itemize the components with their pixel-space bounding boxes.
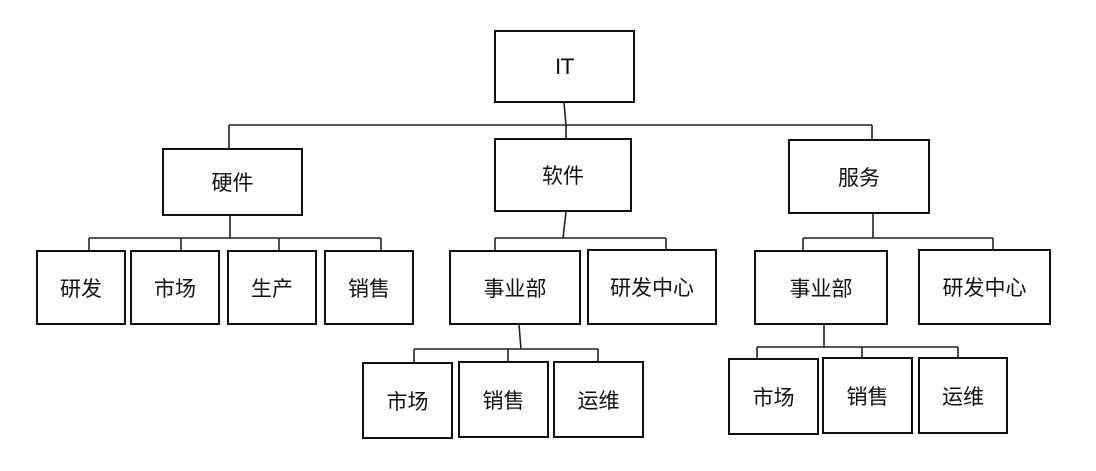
node-software-division-sales: 销售 [458,361,549,438]
node-software-division-market: 市场 [362,362,453,439]
node-service-rd-center: 研发中心 [918,249,1051,325]
node-hardware-rd: 研发 [36,250,126,325]
connector-line [563,102,567,126]
node-software-division-ops: 运维 [553,361,644,438]
node-hardware-production: 生产 [227,250,317,325]
node-service-division-ops: 运维 [918,357,1008,434]
node-service-division: 事业部 [754,250,888,325]
node-service-division-market: 市场 [728,358,819,435]
node-service: 服务 [788,139,930,214]
connector-line [518,324,522,350]
node-hardware-sales: 销售 [324,250,414,325]
node-it: IT [494,30,635,103]
connector-line [562,211,567,239]
node-software-rd-center: 研发中心 [587,249,717,325]
node-hardware: 硬件 [162,148,303,216]
node-software-division: 事业部 [449,250,581,325]
node-software: 软件 [494,138,632,212]
node-hardware-market: 市场 [130,250,220,325]
node-service-division-sales: 销售 [822,357,913,434]
